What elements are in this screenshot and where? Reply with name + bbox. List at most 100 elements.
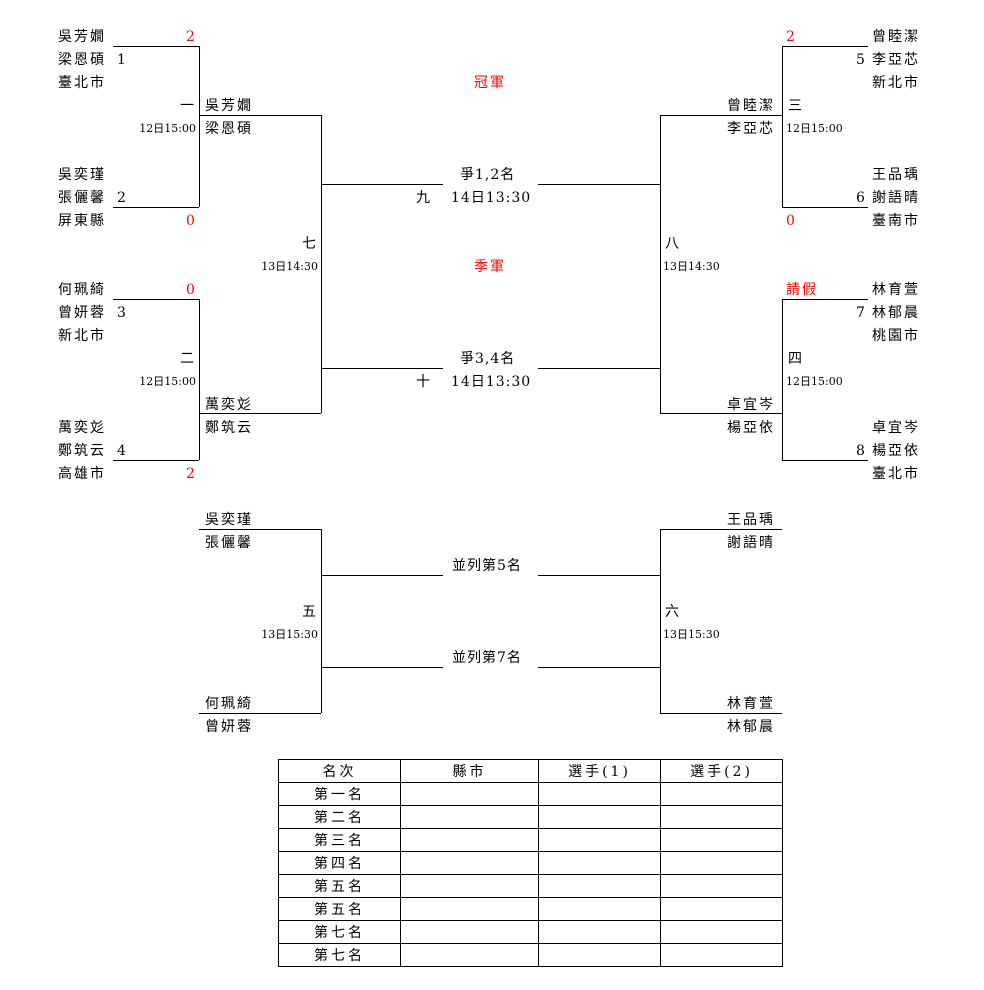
bracket-line <box>321 575 443 576</box>
player2-cell[interactable] <box>660 943 783 967</box>
match-time: 12日15:00 <box>139 122 196 135</box>
player1-cell[interactable] <box>538 874 661 898</box>
table-row: 第七名 <box>278 920 783 944</box>
bracket-line <box>660 115 782 116</box>
seed-number: 8 <box>856 443 867 459</box>
match-score: 0 <box>186 213 197 229</box>
player-name: 王品瑀 <box>727 512 775 528</box>
winner-name: 梁恩碩 <box>205 121 253 137</box>
table-row: 第七名 <box>278 943 783 967</box>
player1-cell[interactable] <box>538 828 661 852</box>
match-number: 六 <box>665 604 681 620</box>
bracket-line <box>321 529 322 713</box>
bracket-line <box>321 368 443 369</box>
rank-cell: 第四名 <box>278 851 401 875</box>
bracket-line <box>660 529 661 713</box>
match-number: 三 <box>788 98 804 114</box>
player1-cell[interactable] <box>538 851 661 875</box>
player2-cell[interactable] <box>660 897 783 921</box>
seventh-place-label: 並列第7名 <box>452 650 522 666</box>
bracket-line <box>199 413 321 414</box>
seed-number: 4 <box>117 443 128 459</box>
winner-name: 萬奕彣 <box>205 397 253 413</box>
player-name: 林郁晨 <box>872 305 920 321</box>
player-name: 何珮綺 <box>58 282 106 298</box>
city-cell[interactable] <box>400 782 539 806</box>
table-header-row: 名次 縣市 選手(1) 選手(2) <box>278 759 783 783</box>
bracket-line <box>199 299 200 460</box>
header-rank: 名次 <box>278 759 401 783</box>
match-time: 13日15:30 <box>663 628 720 641</box>
seed-number: 3 <box>117 305 128 321</box>
bracket-line <box>660 413 782 414</box>
city-cell[interactable] <box>400 874 539 898</box>
winner-name: 鄭筑云 <box>205 420 253 436</box>
bracket-line <box>538 575 660 576</box>
city-cell[interactable] <box>400 851 539 875</box>
match-score: 2 <box>186 466 197 482</box>
match-time: 12日15:00 <box>139 375 196 388</box>
player-name: 吳奕瑾 <box>205 512 253 528</box>
seed-number: 1 <box>117 52 128 68</box>
winner-name: 卓宜岑 <box>727 397 775 413</box>
match-score: 2 <box>186 29 197 45</box>
bracket-line <box>782 299 783 460</box>
player-name: 萬奕彣 <box>58 420 106 436</box>
rank-cell: 第七名 <box>278 920 401 944</box>
city-cell[interactable] <box>400 805 539 829</box>
rank-cell: 第二名 <box>278 805 401 829</box>
bracket-line <box>113 460 199 461</box>
player-name: 吳奕瑾 <box>58 167 106 183</box>
team-city: 臺北市 <box>58 75 106 91</box>
match-number: 八 <box>665 236 681 252</box>
final-title: 爭1,2名 <box>460 167 516 183</box>
fifth-place-label: 並列第5名 <box>452 558 522 574</box>
rank-cell: 第三名 <box>278 828 401 852</box>
player1-cell[interactable] <box>538 920 661 944</box>
match-number: 十 <box>416 374 432 390</box>
bracket-line <box>321 184 443 185</box>
table-row: 第五名 <box>278 874 783 898</box>
city-cell[interactable] <box>400 828 539 852</box>
table-row: 第五名 <box>278 897 783 921</box>
player1-cell[interactable] <box>538 782 661 806</box>
player-name: 張儷馨 <box>58 190 106 206</box>
player2-cell[interactable] <box>660 782 783 806</box>
player2-cell[interactable] <box>660 920 783 944</box>
rank-cell: 第五名 <box>278 897 401 921</box>
match-number: 七 <box>302 236 318 252</box>
player2-cell[interactable] <box>660 874 783 898</box>
player2-cell[interactable] <box>660 828 783 852</box>
rank-cell: 第五名 <box>278 874 401 898</box>
forfeit-label: 請假 <box>786 282 818 298</box>
bracket-line <box>782 46 868 47</box>
match-time: 13日14:30 <box>663 260 720 273</box>
bracket-line <box>660 115 661 413</box>
match-number: 五 <box>302 604 318 620</box>
player1-cell[interactable] <box>538 805 661 829</box>
player-name: 梁恩碩 <box>58 52 106 68</box>
player-name: 謝語晴 <box>727 535 775 551</box>
player-name: 王品瑀 <box>872 167 920 183</box>
match-number: 二 <box>180 351 196 367</box>
player1-cell[interactable] <box>538 897 661 921</box>
player2-cell[interactable] <box>660 805 783 829</box>
winner-name: 曾睦潔 <box>727 98 775 114</box>
winner-name: 李亞芯 <box>727 121 775 137</box>
bracket-line <box>782 207 868 208</box>
player-name: 何珮綺 <box>205 696 253 712</box>
third-place-label: 季軍 <box>474 259 506 275</box>
player2-cell[interactable] <box>660 851 783 875</box>
city-cell[interactable] <box>400 943 539 967</box>
city-cell[interactable] <box>400 897 539 921</box>
bracket-line <box>113 207 199 208</box>
bracket-line <box>782 460 868 461</box>
player-name: 李亞芯 <box>872 52 920 68</box>
team-city: 臺北市 <box>872 466 920 482</box>
team-city: 新北市 <box>872 75 920 91</box>
bracket-line <box>199 529 321 530</box>
match-time: 14日13:30 <box>451 190 532 206</box>
header-city: 縣市 <box>400 759 539 783</box>
player1-cell[interactable] <box>538 943 661 967</box>
city-cell[interactable] <box>400 920 539 944</box>
